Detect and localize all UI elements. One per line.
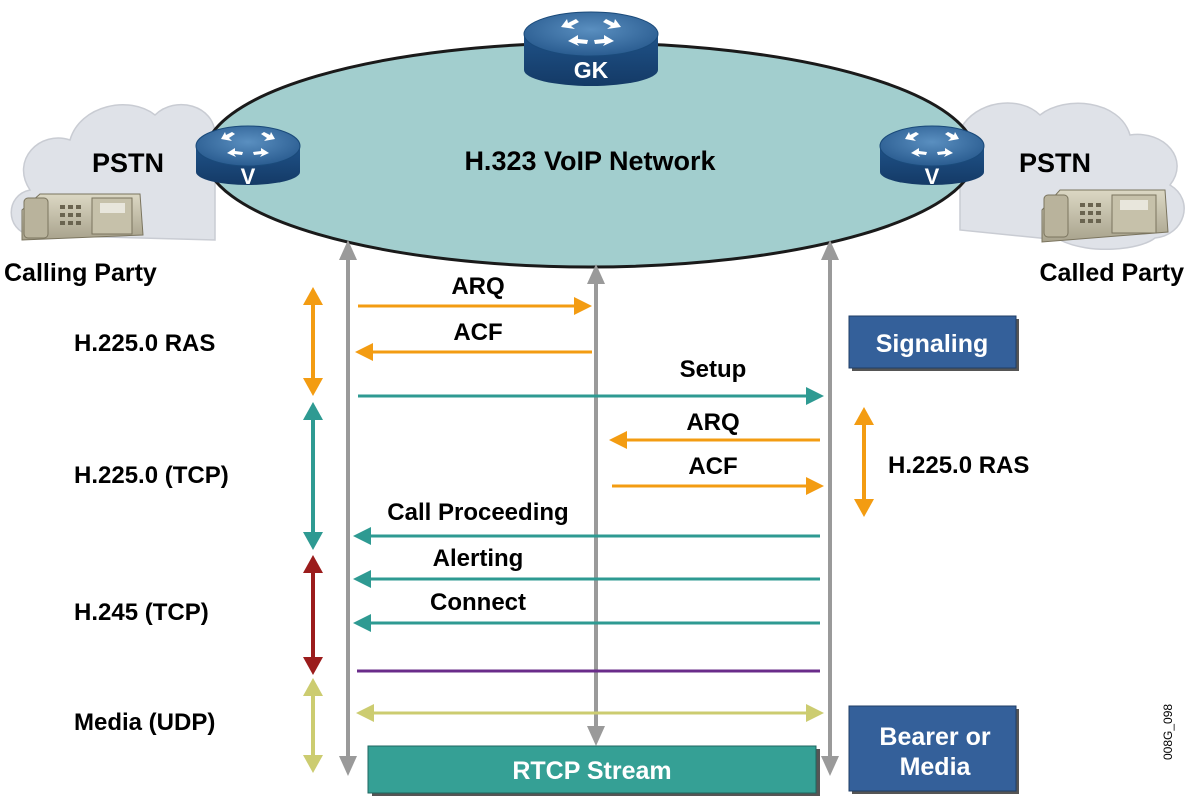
- bearer-box-label-line2: Media: [900, 753, 972, 781]
- phase-arrow-ras-right: [854, 407, 874, 517]
- gatekeeper-router-icon: GK: [523, 11, 659, 86]
- right-gateway-router-icon: V: [879, 125, 985, 189]
- message-setup: Setup: [358, 356, 824, 405]
- message-acf-2: ACF: [612, 453, 824, 495]
- left-pstn-label: PSTN: [92, 148, 164, 178]
- message-call-proceeding: Call Proceeding: [353, 499, 820, 545]
- message-arq-2: ARQ: [609, 409, 820, 449]
- message-connect: Connect: [353, 589, 820, 632]
- called-phone-icon: [1041, 189, 1169, 243]
- bearer-box-label-line1: Bearer or: [879, 723, 990, 751]
- phase-label-media-udp: Media (UDP): [74, 709, 215, 736]
- phase-arrow-media-udp: [303, 678, 323, 773]
- left-gateway-label: V: [241, 164, 256, 189]
- message-arq-2-label: ARQ: [686, 409, 739, 436]
- message-arq-1-label: ARQ: [451, 273, 504, 300]
- network-title: H.323 VoIP Network: [464, 146, 716, 176]
- called-party-label: Called Party: [1039, 259, 1184, 287]
- message-alerting-label: Alerting: [433, 545, 524, 572]
- lifeline-right-gateway: [821, 240, 839, 776]
- message-connect-label: Connect: [430, 589, 526, 616]
- left-gateway-router-icon: V: [195, 125, 301, 189]
- message-call-proceeding-label: Call Proceeding: [387, 499, 568, 526]
- lifeline-gatekeeper: [587, 264, 605, 746]
- message-acf-1: ACF: [355, 319, 592, 361]
- phase-label-h225-tcp: H.225.0 (TCP): [74, 462, 229, 489]
- right-pstn-label: PSTN: [1019, 148, 1091, 178]
- phase-arrow-h245-tcp: [303, 555, 323, 675]
- phase-label-ras-left: H.225.0 RAS: [74, 330, 215, 357]
- message-acf-2-label: ACF: [688, 453, 737, 480]
- signaling-box: Signaling: [848, 315, 1019, 371]
- gatekeeper-label: GK: [574, 57, 609, 83]
- message-arq-1: ARQ: [358, 273, 592, 315]
- message-setup-label: Setup: [680, 356, 747, 383]
- phase-label-ras-right: H.225.0 RAS: [888, 452, 1029, 479]
- phase-label-h245-tcp: H.245 (TCP): [74, 599, 209, 626]
- lifeline-left-gateway: [339, 240, 357, 776]
- rtcp-stream-box: RTCP Stream: [367, 745, 820, 796]
- message-alerting: Alerting: [353, 545, 820, 588]
- calling-phone-icon: [21, 193, 144, 241]
- signaling-box-label: Signaling: [876, 330, 989, 358]
- calling-party-label: Calling Party: [4, 259, 157, 287]
- figure-id: 008G_098: [1161, 704, 1175, 760]
- rtcp-stream-label: RTCP Stream: [512, 757, 671, 785]
- right-gateway-label: V: [925, 164, 940, 189]
- media-stream-arrow: [356, 704, 824, 722]
- bearer-media-box: Bearer or Media: [848, 705, 1019, 794]
- message-acf-1-label: ACF: [453, 319, 502, 346]
- phase-arrow-ras-left: [303, 287, 323, 396]
- phase-arrow-h225-tcp: [303, 402, 323, 550]
